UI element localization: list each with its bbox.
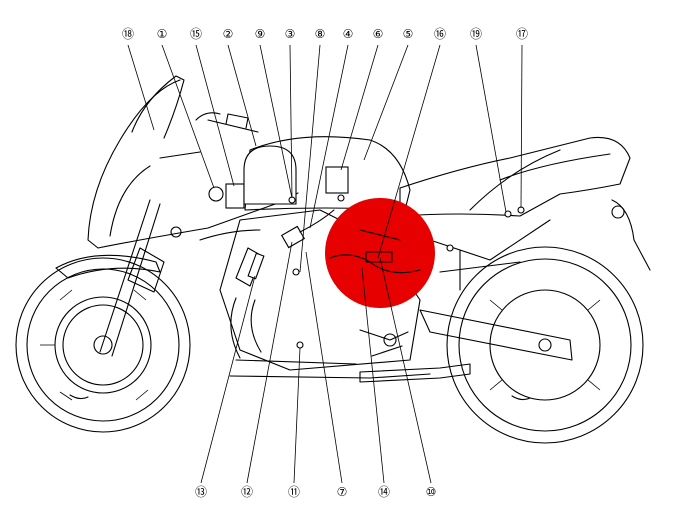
component-6-symbol xyxy=(325,166,349,194)
callout-13: ⑬ xyxy=(195,485,207,499)
motorcycle-outline xyxy=(15,75,651,444)
callout-14: ⑭ xyxy=(378,485,390,499)
callout-15: ⑮ xyxy=(190,27,202,41)
front-fender xyxy=(55,254,161,279)
component-12-symbol xyxy=(280,225,306,249)
component-16-symbol xyxy=(365,251,393,263)
callout-16: ⑯ xyxy=(434,27,446,41)
rear-wheel xyxy=(446,246,644,444)
callout-4: ④ xyxy=(343,27,354,41)
callout-19: ⑲ xyxy=(470,27,482,41)
callouts-bottom: ⑬ ⑫ ⑪ ⑦ ⑭ ⑩ xyxy=(195,485,436,499)
callout-18: ⑱ xyxy=(122,27,134,41)
swing-arm xyxy=(419,309,573,361)
callout-11: ⑪ xyxy=(288,485,300,499)
component-1-symbol xyxy=(208,186,224,202)
highlight-marker xyxy=(325,198,435,308)
components xyxy=(208,145,525,349)
callout-1: ① xyxy=(157,27,168,41)
callouts-top: ⑱ ① ⑮ ② ⑨ ③ ⑧ ④ ⑥ ⑤ ⑯ ⑲ ⑰ xyxy=(122,27,528,41)
seat xyxy=(399,136,631,217)
exhaust xyxy=(359,363,471,383)
leader-lines xyxy=(127,44,523,484)
fuel-tank xyxy=(244,136,411,211)
fairing xyxy=(87,79,299,249)
handlebar xyxy=(159,112,259,159)
callout-17: ⑰ xyxy=(516,27,528,41)
front-fork xyxy=(99,199,165,357)
callout-12: ⑫ xyxy=(241,485,253,499)
component-13-symbol xyxy=(247,252,265,280)
callout-6: ⑥ xyxy=(373,27,384,41)
component-15-symbol xyxy=(225,183,245,209)
callout-7: ⑦ xyxy=(337,485,348,499)
callout-10: ⑩ xyxy=(426,485,437,499)
callout-2: ② xyxy=(223,27,234,41)
callout-3: ③ xyxy=(285,27,296,41)
callout-9: ⑨ xyxy=(255,27,266,41)
component-2-symbol xyxy=(243,145,297,205)
front-wheel xyxy=(15,257,191,433)
callout-5: ⑤ xyxy=(403,27,414,41)
callout-8: ⑧ xyxy=(315,27,326,41)
